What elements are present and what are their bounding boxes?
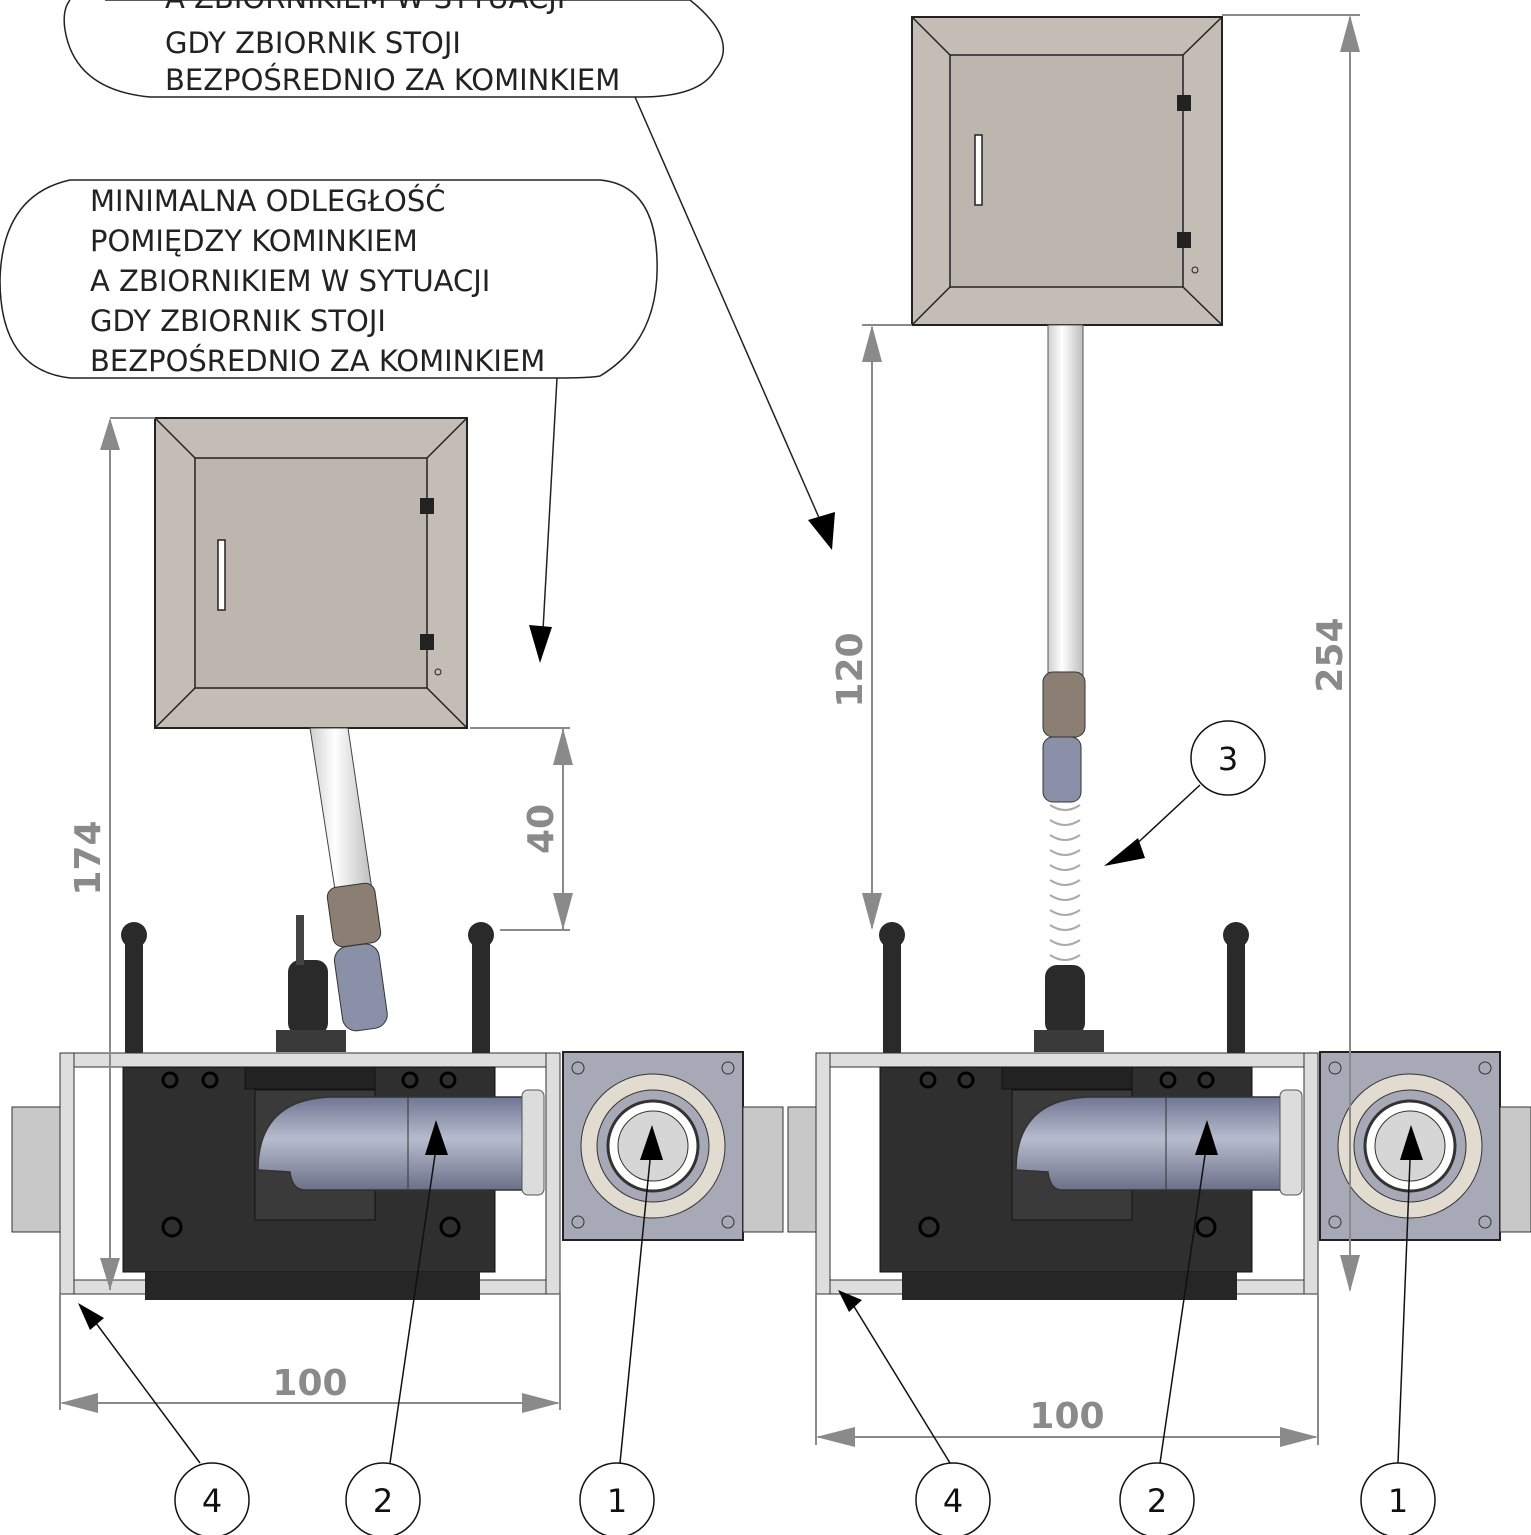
right-chimney [1319, 1051, 1531, 1241]
dimension-right-120 [862, 324, 912, 930]
balloon-left-2: 2 [345, 1462, 421, 1535]
callout-top-line-1: A ZBIORNIKIEM W SYTUACJI [165, 0, 565, 15]
callout-left-line-3: A ZBIORNIKIEM W SYTUACJI [90, 264, 490, 298]
callout-left-leader [542, 377, 558, 631]
callout-left-line-1: MINIMALNA ODLEGŁOŚĆ [90, 184, 445, 218]
svg-text:1: 1 [1388, 1482, 1408, 1520]
left-assembly [11, 417, 784, 1300]
dimension-label-40: 40 [521, 804, 562, 854]
left-tank [154, 417, 468, 729]
callout-top-line-2: GDY ZBIORNIK STOJI [165, 26, 461, 60]
right-hose [1042, 324, 1086, 961]
right-tank [911, 16, 1223, 326]
dimension-left-100 [59, 1294, 561, 1413]
dimension-label-174: 174 [68, 820, 109, 895]
right-handles [879, 922, 1249, 1053]
left-pipe [257, 1089, 545, 1196]
callout-left-line-4: GDY ZBIORNIK STOJI [90, 304, 386, 338]
callout-top-arrowhead [808, 512, 835, 550]
callout-left-arrowhead [529, 625, 552, 663]
callout-left-line-5: BEZPOŚREDNIO ZA KOMINKIEM [90, 344, 545, 378]
svg-text:4: 4 [943, 1482, 963, 1520]
dimension-right-254 [1222, 14, 1360, 1292]
balloon-left-1: 1 [579, 1462, 655, 1535]
svg-text:2: 2 [1147, 1482, 1167, 1520]
dimension-label-100-left: 100 [272, 1363, 347, 1404]
callout-left: MINIMALNA ODLEGŁOŚĆ POMIĘDZY KOMINKIEM A… [0, 179, 658, 663]
right-pipe [1015, 1089, 1303, 1196]
dimension-right-100 [815, 1294, 1319, 1447]
balloon-right-2: 2 [1119, 1462, 1195, 1535]
dimension-left-40 [470, 727, 573, 931]
dimension-label-254: 254 [1310, 617, 1351, 692]
callout-top: A ZBIORNIKIEM W SYTUACJI GDY ZBIORNIK ST… [63, 0, 835, 550]
svg-text:4: 4 [202, 1482, 222, 1520]
balloon-hose-3: 3 [1190, 720, 1266, 796]
callout-left-line-2: POMIĘDZY KOMINKIEM [90, 224, 418, 258]
left-hose [309, 727, 388, 1032]
svg-text:3: 3 [1218, 740, 1238, 778]
right-assembly [787, 16, 1531, 1300]
callout-top-line-3: BEZPOŚREDNIO ZA KOMINKIEM [165, 63, 620, 97]
dimension-label-120: 120 [830, 632, 871, 707]
balloon-right-1: 1 [1360, 1462, 1436, 1535]
callout-top-leader [634, 96, 821, 521]
balloon-left-4: 4 [174, 1462, 250, 1535]
svg-text:2: 2 [373, 1482, 393, 1520]
balloon-leaders [89, 784, 1411, 1464]
svg-text:1: 1 [607, 1482, 627, 1520]
left-chimney [562, 1051, 784, 1241]
balloon-arrowheads [78, 838, 1423, 1330]
dimension-label-100-right: 100 [1029, 1396, 1104, 1437]
dimension-left-174 [100, 417, 155, 1290]
balloon-right-4: 4 [915, 1462, 991, 1535]
left-handles [121, 915, 494, 1053]
